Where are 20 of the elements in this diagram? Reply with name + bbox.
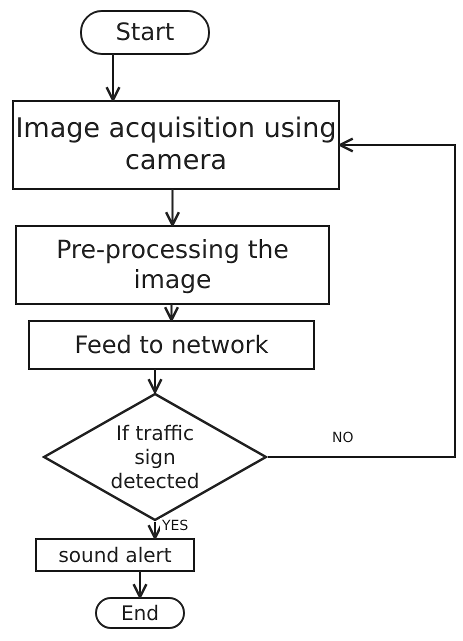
arrow	[132, 572, 148, 598]
node-text: Start	[116, 18, 174, 47]
process-box	[35, 538, 195, 572]
arrow	[268, 137, 456, 458]
process-box	[12, 100, 340, 190]
arrow	[164, 305, 180, 322]
terminal-node	[95, 597, 185, 629]
arrow	[164, 190, 180, 226]
node-text: Pre-processing the image	[55, 235, 290, 295]
node-text: Image acquisition using camera	[14, 112, 338, 178]
node-text: End	[120, 601, 159, 625]
node-text: If traffic sign detected	[110, 421, 200, 493]
arrow	[147, 370, 163, 394]
process-box	[15, 225, 330, 305]
arrow	[105, 55, 121, 102]
node-text: sound alert	[58, 543, 172, 567]
edge-label: YES	[160, 518, 190, 534]
terminal-node	[80, 10, 210, 55]
process-box	[28, 320, 315, 370]
node-text: Feed to network	[74, 330, 269, 360]
